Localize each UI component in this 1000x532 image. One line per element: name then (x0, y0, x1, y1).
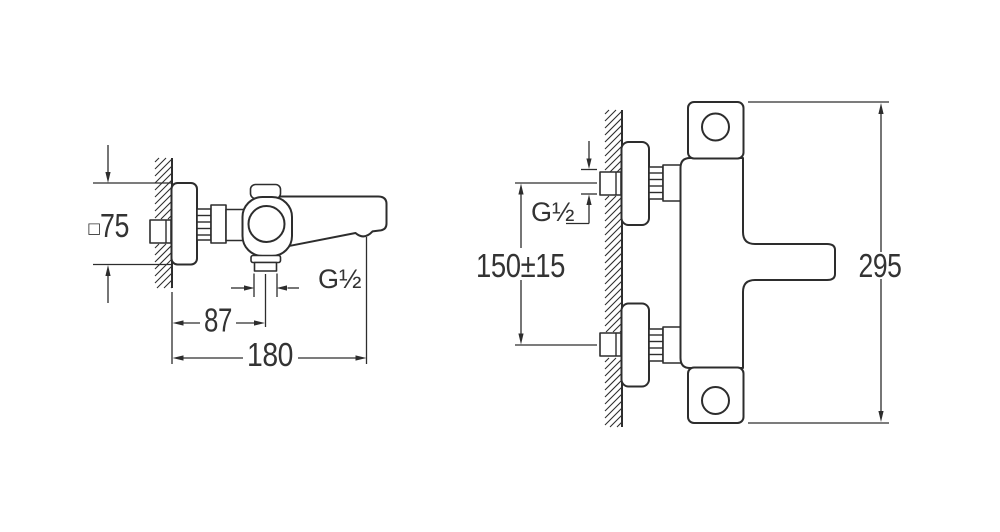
dim-label-inlet-thread: G½ (531, 197, 575, 227)
arrow-right-icon (244, 285, 255, 291)
arrow-up-icon (586, 194, 592, 205)
upper-connection-nut (662, 164, 682, 202)
wall-hatching-middle (604, 195, 623, 333)
upper-handle-block (687, 101, 745, 160)
dimension-overall-height: 295 (748, 101, 902, 424)
square-section-symbol: □ (87, 219, 101, 237)
dim-label-total-reach: 180 (247, 336, 293, 373)
arrow-up-icon (518, 183, 524, 195)
arrow-up-icon (878, 103, 884, 114)
threaded-nipple (196, 208, 212, 241)
arrow-up-icon (105, 265, 111, 276)
dim-label-overall-height: 295 (859, 247, 902, 284)
temperature-knob (247, 205, 286, 243)
body-collar (225, 208, 245, 242)
wall-hatching-upper (154, 157, 173, 220)
dimension-total-reach: 180 (172, 237, 368, 373)
dim-label-plate-size: 75 (100, 207, 129, 244)
front-view: G½ 150±15 295 (476, 101, 902, 428)
dimension-outlet-thread: G½ (231, 264, 362, 297)
lower-handle-knob (701, 386, 730, 415)
connection-nut (210, 204, 227, 244)
lower-handle-block (687, 366, 745, 424)
escutcheon-plate (170, 182, 198, 266)
dim-label-inlet-offset: 150±15 (476, 247, 565, 284)
arrow-down-icon (105, 172, 111, 183)
lower-wall-connector (599, 332, 622, 357)
side-view: □ 75 G½ 87 (87, 145, 388, 373)
upper-handle-knob (701, 112, 730, 142)
upper-wall-connector (599, 171, 622, 196)
arrow-down-icon (878, 411, 884, 422)
dim-label-wall-to-outlet: 87 (204, 302, 232, 339)
dimension-inlet-thread: G½ (531, 141, 597, 227)
wall-hatching-lower (154, 243, 173, 289)
dimension-inlet-offset: 150±15 (476, 182, 597, 346)
dim-label-outlet-thread: G½ (318, 264, 362, 294)
arrow-down-icon (518, 333, 524, 345)
arrow-left-icon (172, 355, 184, 361)
upper-threaded-nipple (648, 166, 664, 200)
lower-connection-nut (662, 326, 682, 364)
lower-threaded-nipple (648, 328, 664, 362)
upper-escutcheon-plate (620, 141, 650, 226)
spout (275, 195, 388, 247)
lower-escutcheon-plate (620, 302, 650, 388)
arrow-right-icon (355, 355, 367, 361)
arrow-right-icon (254, 320, 265, 326)
arrow-left-icon (276, 285, 287, 291)
wall-inlet-connector (149, 219, 172, 244)
shower-outlet (250, 254, 282, 272)
arrow-down-icon (586, 158, 592, 169)
mixer-body (679, 157, 836, 369)
arrow-left-icon (172, 320, 184, 326)
dimension-plate-size: □ 75 (87, 145, 172, 303)
wall-hatching-top (604, 109, 623, 173)
wall-hatching-bottom (604, 357, 623, 428)
dimension-wall-to-outlet: 87 (171, 274, 267, 364)
